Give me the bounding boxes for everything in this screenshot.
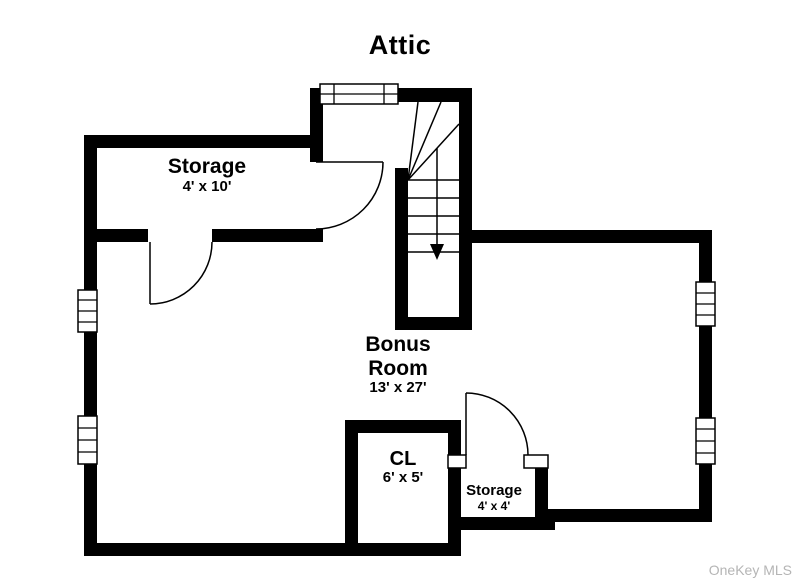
- wall-stair-bottom: [395, 317, 472, 330]
- room-name: CL: [389, 448, 417, 470]
- window-icon-left-lower: [77, 415, 98, 465]
- room-name: Bonus: [365, 333, 431, 356]
- door-icon-storage-top: [149, 241, 213, 305]
- room-dimensions: 4' x 4': [477, 498, 511, 513]
- stairs-icon: [407, 101, 460, 260]
- plan-title: Attic: [368, 30, 432, 60]
- window-icon-right-lower: [695, 417, 716, 465]
- stair-winder: [407, 101, 442, 181]
- room-dimensions: 13' x 27': [369, 379, 427, 397]
- window-icon-top: [319, 83, 399, 105]
- wall-right-top: [459, 230, 712, 243]
- wall-storage-bottom-left: [84, 229, 148, 242]
- door-icon-storage-bottom: [447, 392, 549, 469]
- door-jamb: [523, 454, 549, 469]
- door-icon-landing: [315, 161, 384, 230]
- wall-right: [699, 230, 712, 522]
- window-icon-right-upper: [695, 281, 716, 327]
- door-jamb: [447, 454, 467, 469]
- wall-storage2-bottom: [448, 517, 555, 530]
- door-swing-arc: [315, 161, 384, 230]
- door-swing-arc: [465, 392, 529, 456]
- stair-arrowhead: [430, 244, 444, 260]
- room-dimensions: 4' x 10': [182, 177, 232, 195]
- room-name: Storage: [167, 155, 247, 178]
- wall-stair-right: [459, 88, 472, 330]
- window-icon-left-upper: [77, 289, 98, 333]
- wall-left: [84, 135, 97, 556]
- room-label-bonus-room: Bonus Room 13' x 27': [318, 333, 478, 397]
- wall-divider-upper: [310, 88, 323, 162]
- room-label-storage-top: Storage 4' x 10': [117, 155, 297, 195]
- wall-cl-top: [345, 420, 461, 433]
- wall-cl-left: [345, 420, 358, 556]
- watermark: OneKey MLS: [708, 562, 792, 578]
- wall-storage2-right: [535, 455, 548, 530]
- wall-stair-left: [395, 168, 408, 330]
- wall-cl-right: [448, 420, 461, 556]
- walls-group: [84, 88, 712, 556]
- stair-winder: [407, 123, 460, 181]
- stair-winder: [407, 101, 419, 181]
- wall-storage-top: [84, 135, 323, 148]
- wall-right-bottom: [535, 509, 712, 522]
- room-dimensions: 6' x 5': [382, 469, 424, 487]
- room-label-closet: CL 6' x 5': [352, 448, 454, 487]
- room-name: Room: [368, 356, 428, 380]
- room-name: Storage: [466, 482, 522, 499]
- door-swing-arc: [149, 241, 213, 305]
- room-label-storage-bottom: Storage 4' x 4': [444, 482, 544, 513]
- wall-storage-bottom-right: [212, 229, 323, 242]
- wall-main-bottom: [84, 543, 461, 556]
